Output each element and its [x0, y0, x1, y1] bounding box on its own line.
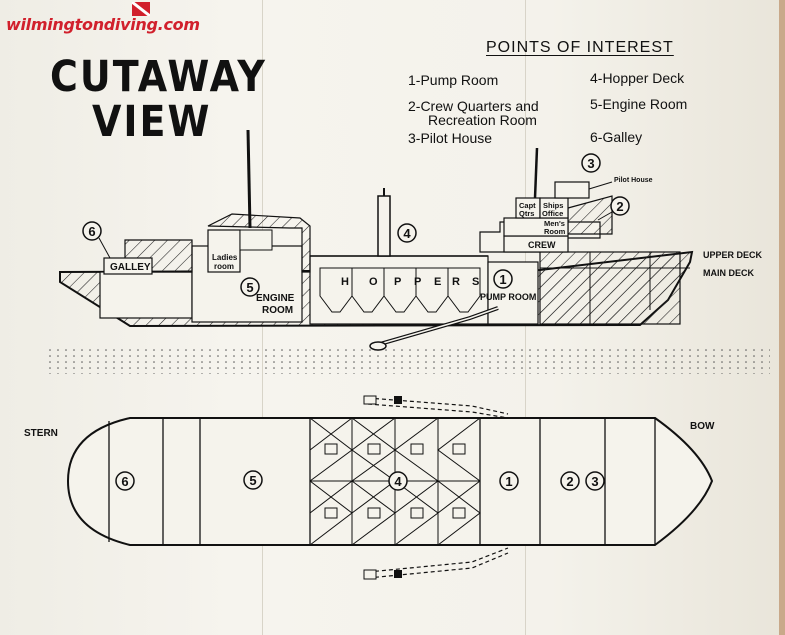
hopper-letter: P — [394, 276, 401, 288]
hopper-letter: O — [369, 276, 378, 288]
pump-room-label: PUMP ROOM — [480, 292, 536, 302]
hopper-letter: P — [414, 276, 421, 288]
aft-mast — [246, 129, 252, 229]
fore-mast — [533, 147, 539, 199]
dive-flag-icon — [132, 2, 150, 16]
top-marker-engine-room: 5 — [249, 473, 256, 488]
top-marker-galley: 6 — [121, 474, 128, 489]
mens-room-label: Men's — [544, 219, 565, 228]
ladies-room-label: Ladies — [212, 253, 238, 262]
crew-label: CREW — [528, 240, 556, 250]
hopper-letter: E — [434, 276, 441, 288]
ships-office-label: Ships — [543, 201, 563, 210]
drag-arm-top — [363, 395, 509, 419]
capt-qtrs-label: Capt — [519, 201, 536, 210]
poi-item: 3-Pilot House — [408, 130, 493, 146]
marker-pump-room: 1 — [499, 272, 506, 287]
page-title-line-2: VIEW — [92, 97, 212, 147]
hopper-bins — [319, 267, 481, 313]
main-deck-label: MAIN DECK — [703, 268, 754, 278]
page-title-line-1: CUTAWAY — [50, 52, 267, 102]
engine-room-label: ENGINE — [256, 293, 295, 304]
poi-item: 2-Crew Quarters and — [408, 98, 539, 114]
marker-galley: 6 — [88, 224, 95, 239]
pilot-house-label: Pilot House — [614, 177, 653, 184]
top-marker-pilot-house: 3 — [591, 474, 598, 489]
marker-hopper-deck: 4 — [403, 226, 411, 241]
points-of-interest-heading: POINTS OF INTEREST — [486, 39, 674, 56]
stern-label: STERN — [24, 428, 58, 439]
marker-pilot-house: 3 — [587, 156, 594, 171]
marker-crew-quarters: 2 — [616, 199, 623, 214]
poi-item: 1-Pump Room — [408, 72, 499, 88]
top-marker-crew-quarters: 2 — [566, 474, 573, 489]
engine-room-label: ROOM — [262, 305, 293, 316]
poi-item: 5-Engine Room — [590, 96, 688, 112]
ladies-room-label: room — [214, 262, 234, 271]
top-marker-hopper-deck: 4 — [394, 474, 402, 489]
galley-label: GALLEY — [110, 262, 151, 273]
mens-room-label: Room — [544, 227, 566, 236]
poi-item: 4-Hopper Deck — [590, 70, 685, 86]
bow-label: BOW — [690, 421, 715, 432]
hopper-letter: S — [472, 276, 479, 288]
capt-qtrs-label: Qtrs — [519, 209, 534, 218]
page-edge — [779, 0, 785, 635]
ships-office-label: Office — [542, 209, 563, 218]
top-marker-pump-room: 1 — [505, 474, 512, 489]
upper-deck-label: UPPER DECK — [703, 250, 763, 260]
hopper-letter: H — [341, 276, 349, 288]
drag-arm-bottom — [363, 547, 509, 580]
poi-item: Recreation Room — [428, 112, 537, 128]
hopper-letter: R — [452, 276, 460, 288]
marker-engine-room: 5 — [246, 280, 253, 295]
poi-item: 6-Galley — [590, 129, 643, 145]
sea-floor — [45, 346, 770, 374]
website-watermark[interactable]: wilmingtondiving.com — [6, 15, 200, 34]
